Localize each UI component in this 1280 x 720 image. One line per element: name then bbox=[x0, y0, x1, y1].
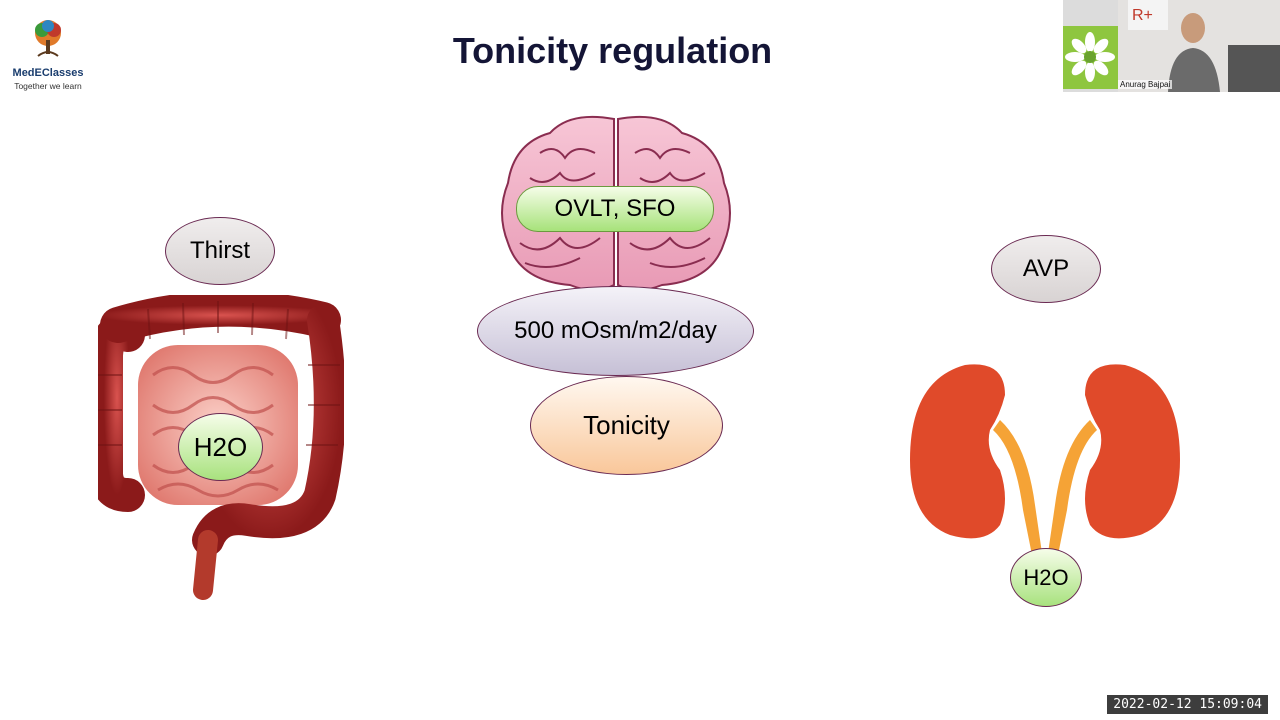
svg-text:R+: R+ bbox=[1132, 7, 1153, 24]
logo-name: MedEClasses bbox=[12, 67, 84, 79]
kidney-water-label: H2O bbox=[1010, 548, 1082, 607]
avp-label: AVP bbox=[991, 235, 1101, 303]
ovlt-sfo-label: OVLT, SFO bbox=[516, 186, 714, 232]
presenter-name: Anurag Bajpai bbox=[1118, 80, 1173, 89]
tonicity-label: Tonicity bbox=[530, 376, 723, 475]
flower-logo-icon bbox=[1063, 26, 1118, 89]
kidneys-icon bbox=[910, 364, 1180, 560]
thirst-label: Thirst bbox=[165, 217, 275, 285]
timestamp: 2022-02-12 15:09:04 bbox=[1107, 695, 1268, 714]
tree-logo-icon bbox=[35, 20, 61, 57]
presenter-video: R+ bbox=[1118, 0, 1280, 92]
logo-tagline: Together we learn bbox=[14, 81, 82, 91]
webcam-overlay: R+ Anurag Bajpai bbox=[1063, 0, 1280, 92]
logo: MedEClasses Together we learn bbox=[8, 18, 88, 91]
gut-water-label: H2O bbox=[178, 413, 263, 481]
slide-title: Tonicity regulation bbox=[452, 30, 773, 71]
osmolar-load-label: 500 mOsm/m2/day bbox=[477, 286, 754, 376]
